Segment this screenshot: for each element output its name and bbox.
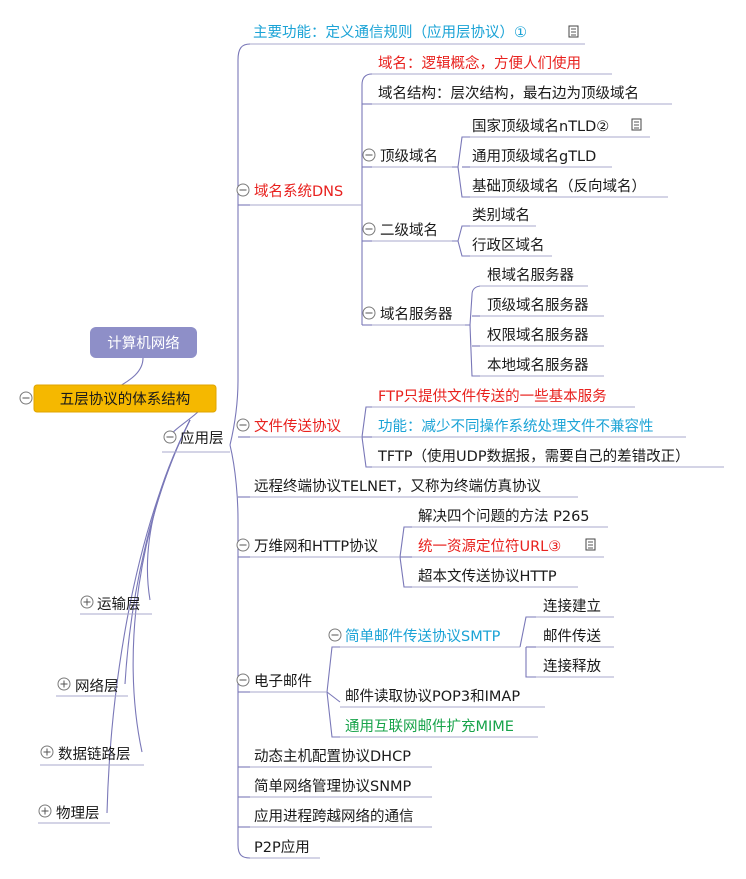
- server-item: 本地域名服务器: [487, 357, 589, 374]
- underlines: [38, 43, 724, 859]
- sld-label: 二级域名: [380, 222, 438, 239]
- tld-label: 顶级域名: [380, 148, 438, 165]
- layer-datalink[interactable]: 数据链路层: [40, 745, 131, 763]
- root-node[interactable]: 计算机网络: [90, 327, 197, 358]
- node-pop3[interactable]: 邮件读取协议POP3和IMAP: [345, 688, 520, 705]
- tld-item: 通用顶级域名gTLD: [472, 148, 596, 165]
- layer-application[interactable]: 应用层: [163, 429, 224, 447]
- ftp-item: 功能：减少不同操作系统处理文件不兼容性: [378, 418, 654, 435]
- node-tld[interactable]: 顶级域名: [362, 148, 438, 165]
- note-icon[interactable]: [568, 25, 579, 38]
- collapse-toggle-icon[interactable]: [19, 391, 33, 405]
- dns-label: 域名系统DNS: [254, 183, 343, 200]
- dns-domain-name: 域名：逻辑概念，方便人们使用: [378, 54, 581, 72]
- server-item: 根域名服务器: [487, 267, 574, 284]
- smtp-item: 连接建立: [543, 598, 601, 615]
- collapse-toggle-icon[interactable]: [163, 430, 177, 444]
- layer-label: 应用层: [180, 429, 224, 447]
- node-dhcp[interactable]: 动态主机配置协议DHCP: [254, 748, 411, 765]
- layer-label: 物理层: [56, 805, 100, 822]
- ftp-label: 文件传送协议: [254, 418, 341, 435]
- expand-toggle-icon[interactable]: [38, 804, 52, 818]
- main-function-label: 主要功能：定义通信规则（应用层协议）①: [253, 23, 527, 41]
- layer-label: 数据链路层: [58, 746, 131, 763]
- collapse-toggle-icon[interactable]: [236, 418, 250, 432]
- branch-node[interactable]: 五层协议的体系结构: [33, 384, 217, 413]
- collapse-toggle-icon[interactable]: [328, 628, 342, 642]
- www-label: 万维网和HTTP协议: [254, 538, 379, 555]
- node-sld[interactable]: 二级域名: [362, 222, 438, 239]
- collapse-toggle-icon[interactable]: [362, 222, 376, 236]
- node-dns[interactable]: 域名系统DNS: [236, 183, 343, 200]
- layer-label: 运输层: [97, 596, 141, 613]
- node-www[interactable]: 万维网和HTTP协议: [236, 538, 379, 555]
- node-smtp[interactable]: 简单邮件传送协议SMTP: [328, 628, 501, 645]
- node-servers[interactable]: 域名服务器: [362, 306, 453, 323]
- note-icon[interactable]: [585, 538, 596, 551]
- smtp-label: 简单邮件传送协议SMTP: [345, 628, 501, 645]
- root-label: 计算机网络: [107, 335, 180, 352]
- servers-label: 域名服务器: [380, 306, 453, 323]
- note-icon[interactable]: [631, 118, 642, 131]
- ftp-item: TFTP（使用UDP数据报，需要自己的差错改正）: [377, 448, 690, 465]
- www-item: 统一资源定位符URL③: [418, 538, 561, 555]
- layer-label: 网络层: [75, 678, 119, 695]
- smtp-item: 连接释放: [543, 658, 601, 675]
- www-item: 超本文传送协议HTTP: [418, 568, 557, 585]
- collapse-toggle-icon[interactable]: [236, 673, 250, 687]
- expand-toggle-icon[interactable]: [80, 595, 94, 609]
- node-p2p[interactable]: P2P应用: [254, 838, 310, 856]
- dns-structure: 域名结构：层次结构，最右边为顶级域名: [378, 85, 639, 102]
- node-snmp[interactable]: 简单网络管理协议SNMP: [254, 778, 412, 795]
- smtp-item: 邮件传送: [543, 628, 601, 645]
- collapse-toggle-icon[interactable]: [362, 148, 376, 162]
- tld-item: 国家顶级域名nTLD②: [472, 118, 609, 135]
- node-ipc[interactable]: 应用进程跨越网络的通信: [254, 807, 414, 825]
- sld-item: 行政区域名: [472, 237, 545, 254]
- node-telnet[interactable]: 远程终端协议TELNET，又称为终端仿真协议: [254, 477, 541, 495]
- ftp-item: FTP只提供文件传送的一些基本服务: [378, 388, 607, 405]
- collapse-toggle-icon[interactable]: [362, 306, 376, 320]
- server-item: 顶级域名服务器: [487, 297, 589, 314]
- sld-item: 类别域名: [472, 207, 530, 224]
- node-main-function[interactable]: 主要功能：定义通信规则（应用层协议）①: [253, 23, 579, 41]
- expand-toggle-icon[interactable]: [57, 677, 71, 691]
- email-label: 电子邮件: [254, 673, 312, 690]
- server-item: 权限域名服务器: [487, 327, 589, 344]
- node-ftp[interactable]: 文件传送协议: [236, 418, 341, 435]
- tld-item: 基础顶级域名（反向域名）: [472, 178, 646, 195]
- connectors: [106, 43, 536, 859]
- branch-label: 五层协议的体系结构: [60, 391, 191, 408]
- layer-physical[interactable]: 物理层: [38, 804, 100, 822]
- node-email[interactable]: 电子邮件: [236, 673, 312, 690]
- expand-toggle-icon[interactable]: [40, 745, 54, 759]
- collapse-toggle-icon[interactable]: [236, 183, 250, 197]
- layer-network[interactable]: 网络层: [57, 677, 119, 695]
- layer-transport[interactable]: 运输层: [80, 595, 141, 613]
- node-mime[interactable]: 通用互联网邮件扩充MIME: [345, 718, 514, 735]
- www-item: 解决四个问题的方法 P265: [418, 508, 590, 525]
- collapse-toggle-icon[interactable]: [236, 538, 250, 552]
